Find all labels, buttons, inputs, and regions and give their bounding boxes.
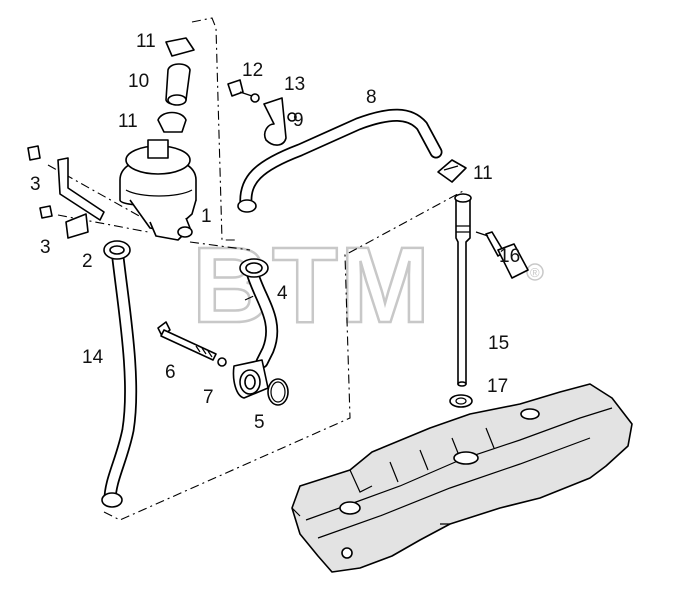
sensor-16-leader — [475, 231, 489, 237]
hose-14-fill — [105, 253, 136, 505]
bracket-9-group — [227, 79, 297, 146]
clamp-11-mid — [157, 111, 187, 133]
clamp-right-body — [437, 159, 467, 183]
callout-2: 2 — [82, 251, 93, 272]
clamp-11-top — [165, 37, 195, 57]
callout-3-top: 3 — [30, 174, 41, 195]
callout-11-mid: 11 — [118, 111, 138, 132]
bolt-12-head — [227, 79, 244, 97]
cover-edge — [291, 507, 450, 525]
sensor-16-body — [497, 243, 529, 279]
washer-17-outer — [449, 394, 473, 408]
callout-9: 9 — [293, 110, 304, 131]
sensor-16 — [475, 231, 529, 279]
cover-bolt-hole — [341, 547, 353, 559]
separator-neck — [147, 139, 169, 159]
washer-6 — [217, 357, 227, 367]
callout-17: 17 — [487, 376, 508, 397]
bracket-3-bottom — [65, 213, 89, 239]
callout-15: 15 — [488, 333, 509, 354]
bracket-3-top — [57, 157, 105, 221]
callout-16: 16 — [499, 246, 520, 267]
assembly-line-top — [191, 17, 236, 241]
pipe-15-top — [454, 193, 472, 203]
callout-10: 10 — [128, 71, 149, 92]
hose-8-fill — [241, 110, 441, 210]
bolt-3-bottom — [39, 205, 53, 219]
callout-7: 7 — [203, 387, 214, 408]
bracket-9-hole — [287, 112, 297, 122]
callout-6: 6 — [165, 362, 176, 383]
cylinder-head-cover — [291, 383, 633, 573]
callout-11-right: 11 — [473, 163, 493, 184]
hose-14 — [101, 240, 138, 508]
clamp-11-right — [437, 159, 467, 183]
bolt-6-shank — [160, 329, 217, 361]
assembly-line-hose4 — [244, 293, 259, 301]
registered-mark-circle — [526, 263, 544, 281]
pipe-15-bottom — [457, 381, 467, 387]
callout-3-bottom: 3 — [40, 237, 51, 258]
callout-5: 5 — [254, 412, 265, 433]
hose-4 — [239, 258, 279, 369]
cover-oil-filler — [453, 451, 479, 465]
hose-14-bottom-end — [101, 492, 123, 508]
callout-labels: 11 10 11 12 13 9 8 11 3 3 1 2 4 16 14 6 … — [30, 31, 520, 433]
callout-8: 8 — [366, 87, 377, 108]
oil-separator-1 — [119, 139, 197, 241]
cover-body — [291, 383, 633, 573]
callout-13: 13 — [284, 74, 305, 95]
callout-1: 1 — [201, 206, 212, 227]
watermark-text: BTM — [192, 224, 432, 345]
clamp-right-detail — [443, 165, 459, 171]
hose-14-top-bore — [109, 245, 125, 255]
fitting-group — [157, 321, 289, 406]
callout-11-top: 11 — [136, 31, 156, 52]
bolt-6-head — [157, 321, 171, 337]
bracket-9 — [263, 97, 287, 146]
washer-17 — [449, 394, 473, 408]
cover-ribs-cross — [349, 427, 495, 493]
assembly-line-bracket-bottom — [57, 214, 149, 233]
bolt-12-shank — [239, 91, 253, 97]
pipe-15-ring — [456, 225, 470, 233]
assembly-line-long — [103, 189, 466, 521]
cover-port — [520, 408, 540, 420]
fitting-7-bore — [244, 374, 256, 390]
callout-4: 4 — [277, 283, 288, 304]
bolt-6-thread — [195, 345, 213, 358]
watermark-registered-mark: ® — [530, 265, 540, 280]
pipe-15 — [454, 193, 472, 387]
seal-5-inner — [270, 381, 286, 403]
brackets-3 — [27, 145, 105, 239]
cover-boss — [339, 501, 361, 515]
hose-8-end — [237, 199, 257, 213]
watermark: BTM ® — [191, 223, 544, 346]
hose-8 — [237, 108, 443, 213]
separator-port — [177, 226, 193, 238]
hose-4-top-bore — [245, 262, 263, 274]
cover-rib-2 — [317, 437, 591, 539]
hose-10-group — [157, 37, 195, 133]
separator-flange — [125, 189, 193, 197]
bolt-3-top — [27, 145, 41, 161]
washer-17-inner — [455, 397, 467, 405]
hose-10-end — [167, 94, 187, 106]
hose-4-fill — [247, 267, 277, 367]
callout-12: 12 — [242, 60, 263, 81]
callout-14: 14 — [82, 347, 104, 368]
washer-13 — [250, 93, 260, 103]
